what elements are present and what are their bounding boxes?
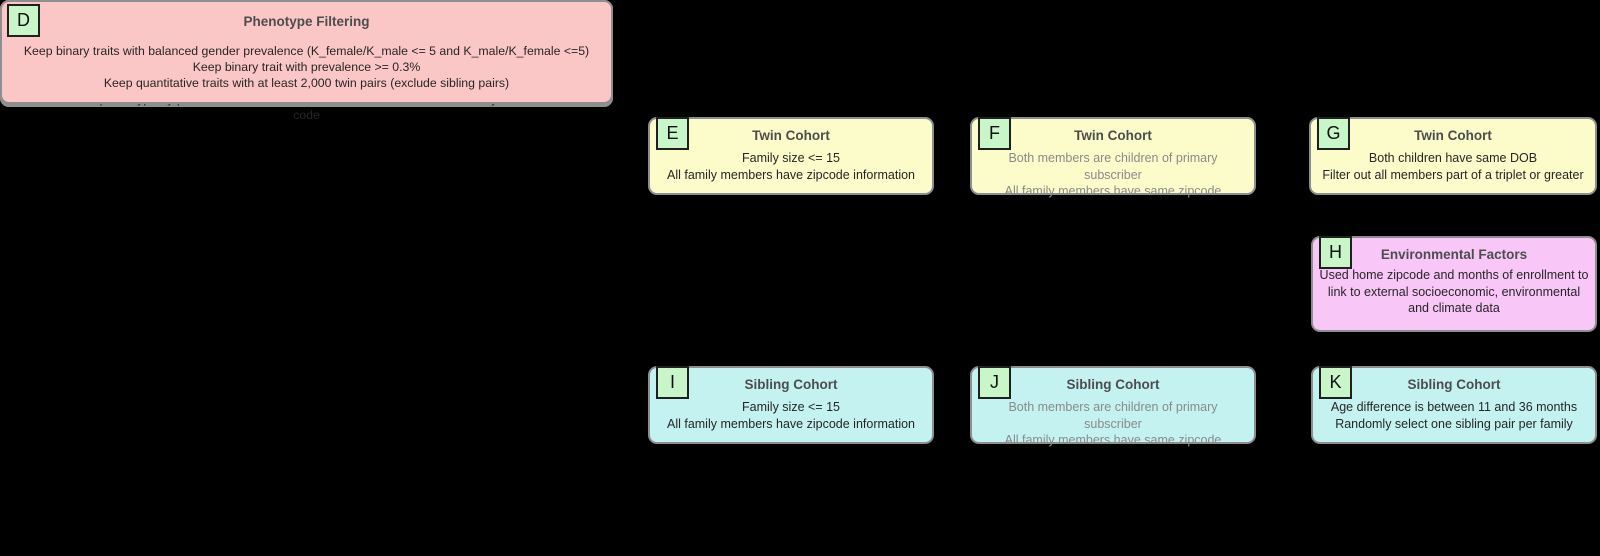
body-line: Both children have same DOB bbox=[1368, 151, 1538, 165]
node-title: Environmental Factors bbox=[1380, 247, 1528, 262]
node-body: Used home zipcode and months of enrollme… bbox=[1313, 267, 1595, 317]
node-twin-cohort-e: E Twin Cohort Family size <= 15 All fami… bbox=[648, 117, 934, 195]
node-title: Sibling Cohort bbox=[744, 377, 838, 392]
node-label-letter: D bbox=[17, 10, 30, 30]
node-label-badge-i: I bbox=[656, 366, 689, 399]
body-line: All family members have same zipcode bbox=[1004, 433, 1222, 447]
body-line: Keep binary traits with balanced gender … bbox=[23, 44, 590, 58]
node-sibling-cohort-i: I Sibling Cohort Family size <= 15 All f… bbox=[648, 366, 934, 444]
node-title: Twin Cohort bbox=[752, 128, 830, 143]
node-body: Keep binary traits with balanced gender … bbox=[2, 43, 611, 91]
node-body: Family size <= 15 All family members hav… bbox=[650, 150, 932, 183]
body-line: Both members are children of primary sub… bbox=[1008, 400, 1218, 431]
body-line: Used home zipcode and months of enrollme… bbox=[1319, 268, 1589, 315]
node-sibling-cohort-j: J Sibling Cohort Both members are childr… bbox=[970, 366, 1256, 447]
node-label-badge-j: J bbox=[978, 366, 1011, 399]
node-title: Sibling Cohort bbox=[1407, 377, 1501, 392]
node-environmental-factors: H Environmental Factors Used home zipcod… bbox=[1311, 236, 1597, 332]
node-twin-cohort-g: G Twin Cohort Both children have same DO… bbox=[1309, 117, 1597, 195]
body-line: All family members have zipcode informat… bbox=[666, 167, 916, 182]
node-label-letter: E bbox=[666, 123, 679, 143]
node-body: Both members are children of primary sub… bbox=[972, 150, 1254, 200]
node-label-badge-e: E bbox=[656, 117, 689, 150]
node-body: Age difference is between 11 and 36 mont… bbox=[1313, 399, 1595, 432]
node-label-letter: H bbox=[1329, 242, 1342, 262]
node-label-badge-h: H bbox=[1319, 236, 1352, 269]
body-line: Family size <= 15 bbox=[742, 151, 840, 165]
node-label-letter: K bbox=[1329, 372, 1342, 392]
body-line: Randomly select one sibling pair per fam… bbox=[1335, 416, 1573, 431]
node-title: Sibling Cohort bbox=[1066, 377, 1160, 392]
body-line: Filter out all members part of a triplet… bbox=[1322, 167, 1584, 182]
body-line: Both members are children of primary sub… bbox=[1008, 151, 1218, 182]
body-line: Age difference is between 11 and 36 mont… bbox=[1330, 400, 1578, 414]
node-twin-cohort-f: F Twin Cohort Both members are children … bbox=[970, 117, 1256, 198]
node-body: Family size <= 15 All family members hav… bbox=[650, 399, 932, 432]
node-label-letter: I bbox=[669, 372, 675, 392]
node-title: Phenotype Filtering bbox=[243, 14, 370, 29]
node-label-badge-d: D bbox=[7, 4, 40, 37]
body-line: Family size <= 15 bbox=[742, 400, 840, 414]
node-label-letter: J bbox=[990, 372, 999, 392]
body-line: All family members have same zipcode bbox=[1004, 184, 1222, 198]
node-sibling-cohort-k: K Sibling Cohort Age difference is betwe… bbox=[1311, 366, 1597, 444]
node-body: Both members are children of primary sub… bbox=[972, 399, 1254, 449]
node-label-letter: F bbox=[989, 123, 1000, 143]
node-label-badge-f: F bbox=[978, 117, 1011, 150]
node-title: Twin Cohort bbox=[1414, 128, 1492, 143]
body-line: Keep binary trait with prevalence >= 0.3… bbox=[192, 60, 421, 74]
body-line: Keep quantitative traits with at least 2… bbox=[103, 76, 510, 90]
node-body: Both children have same DOB Filter out a… bbox=[1311, 150, 1595, 183]
node-phenotype-filtering: D Phenotype Filtering Keep binary traits… bbox=[0, 0, 613, 104]
node-label-badge-g: G bbox=[1317, 117, 1350, 150]
node-label-badge-k: K bbox=[1319, 366, 1352, 399]
node-label-letter: G bbox=[1326, 123, 1341, 143]
node-title: Twin Cohort bbox=[1074, 128, 1152, 143]
body-line: All family members have zipcode informat… bbox=[666, 416, 916, 431]
